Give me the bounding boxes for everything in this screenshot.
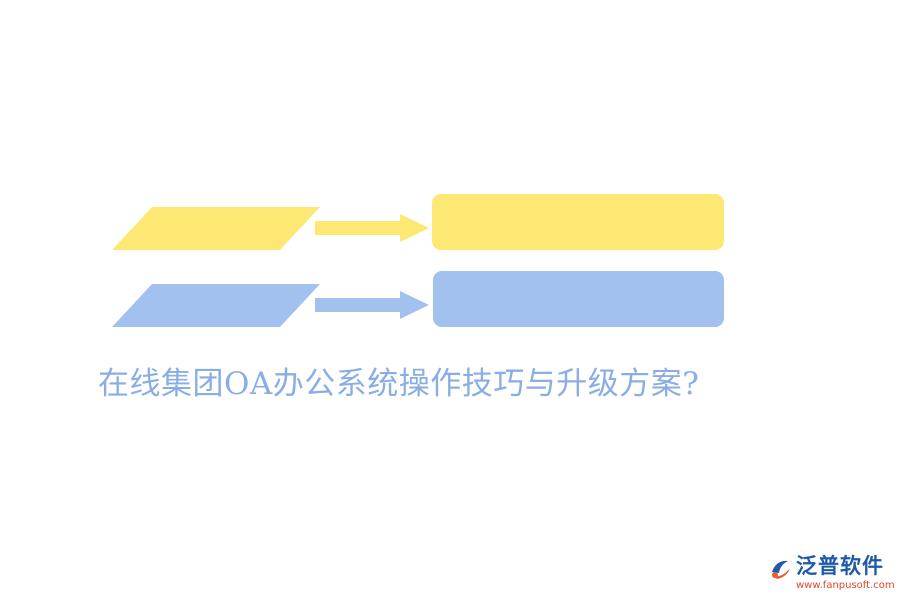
flow-row-2 (112, 271, 724, 327)
fanpu-logo-icon (772, 560, 790, 579)
brand-logo: 泛普软件 www.fanpusoft.com (768, 552, 895, 596)
row-2-box (433, 271, 724, 327)
row-1-box (432, 194, 724, 250)
brand-name: 泛普软件 (796, 554, 884, 578)
row-2-parallelogram (112, 284, 320, 327)
brand-url: www.fanpusoft.com (796, 580, 895, 591)
row-1-arrow-icon (315, 214, 429, 242)
row-1-parallelogram (112, 207, 320, 250)
row-2-arrow-icon (315, 291, 429, 319)
flow-row-1 (112, 194, 724, 250)
diagram-caption: 在线集团OA办公系统操作技巧与升级方案? (98, 366, 700, 402)
